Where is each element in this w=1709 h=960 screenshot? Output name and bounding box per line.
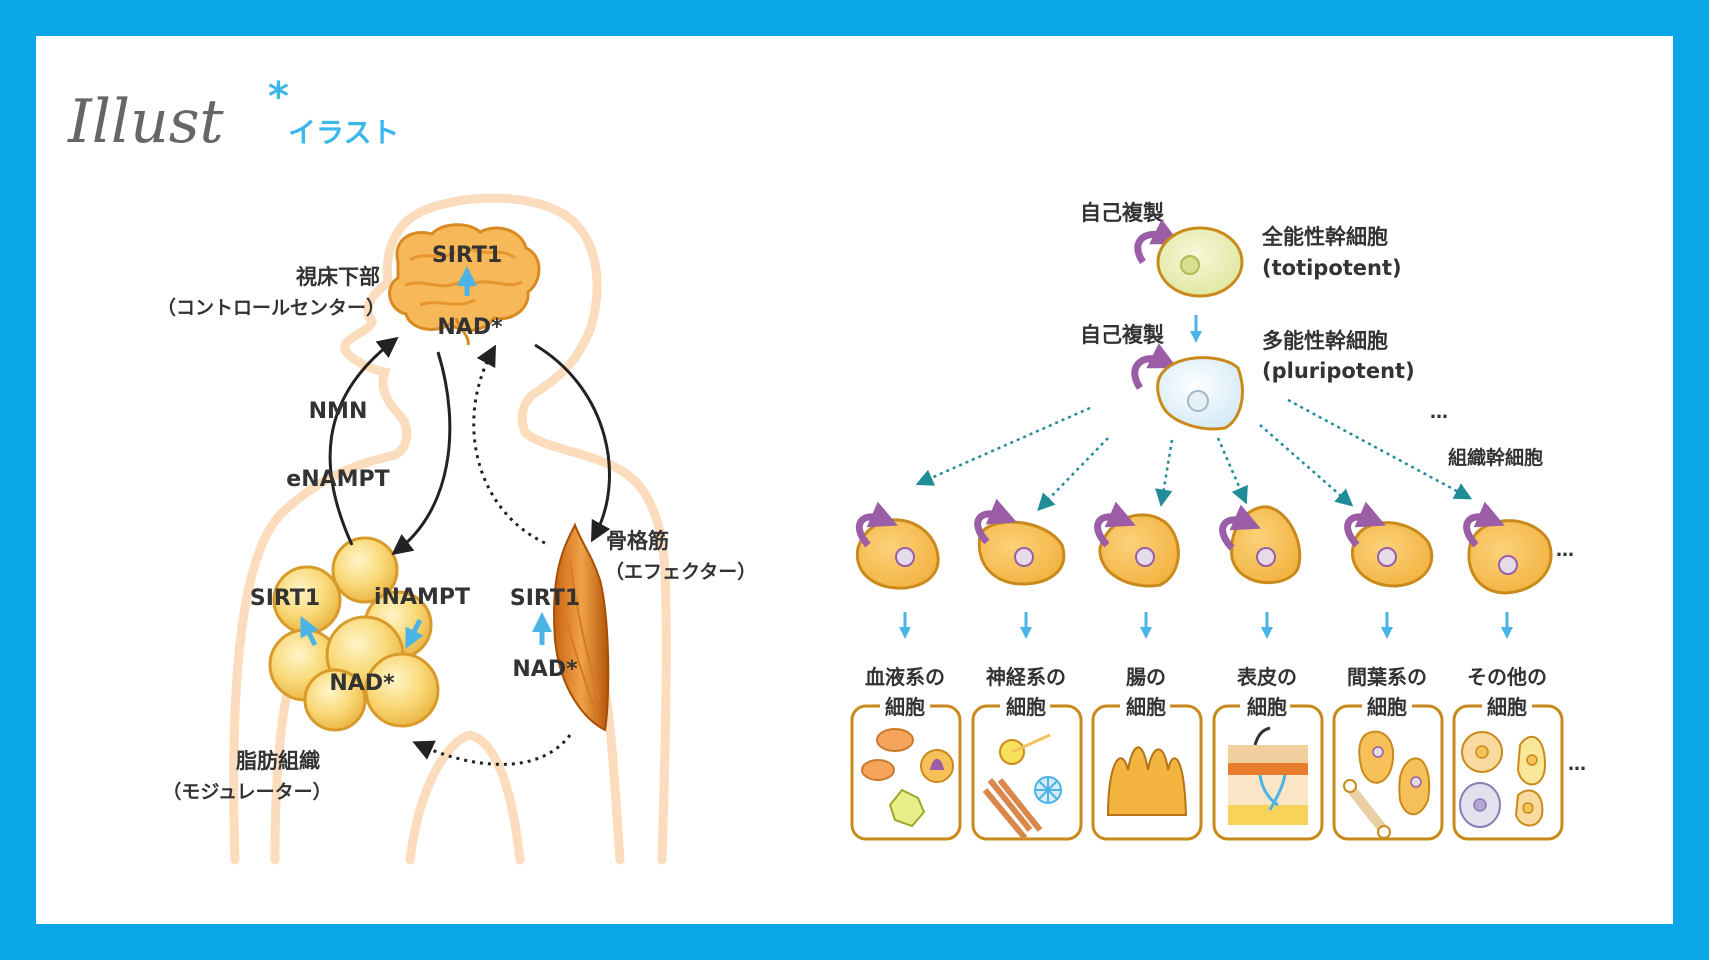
hypothalamus-sirt-label: SIRT1	[432, 243, 502, 268]
cell-type-label-line1: 表皮の	[1237, 665, 1297, 689]
adipose-inampt-label: iNAMPT	[374, 585, 470, 610]
totipotent-jp-label: 全能性幹細胞	[1261, 225, 1388, 249]
muscle-to-brain-dotted-arrow	[472, 344, 546, 545]
skeletal-muscle-icon	[553, 522, 610, 732]
cell-type-mesenchymal: 間葉系の 細胞	[1332, 665, 1444, 841]
cell-type-label-line1: 血液系の	[865, 665, 945, 689]
differentiation-arrows	[915, 398, 1473, 512]
nmn-label: NMN	[309, 399, 368, 424]
self-renewal-arrow-1	[1134, 219, 1181, 264]
cell-type-label-line1: 間葉系の	[1347, 665, 1427, 689]
stem-cell-1	[855, 501, 940, 590]
self-renewal-arrow-2	[1131, 343, 1178, 390]
self-renewal-label-2: 自己複製	[1080, 323, 1164, 347]
stem-cell-6	[1463, 501, 1553, 595]
logo-star-icon: *	[268, 74, 289, 120]
pluripotent-ellipsis: …	[1430, 402, 1448, 423]
adipose-cluster	[268, 536, 440, 732]
logo-script-text: Illust	[67, 87, 225, 157]
cell-type-label-line1: 腸の	[1126, 665, 1166, 689]
down-arrows	[899, 612, 1513, 639]
muscle-sirt-label: SIRT1	[510, 586, 580, 611]
stem-cell-2	[974, 498, 1066, 586]
hypothalamus-role: （コントロールセンター）	[157, 296, 385, 319]
brain-to-muscle-arrow	[534, 343, 611, 543]
brain-to-fat-arrow	[391, 351, 452, 556]
nmn-arrow	[328, 336, 399, 546]
cell-type-label-line1: 神経系の	[986, 665, 1066, 689]
cell-type-neural: 神経系の 細胞	[971, 665, 1083, 841]
totipotent-nucleus	[1180, 255, 1200, 275]
adipose-role: （モジュレーター）	[162, 780, 331, 803]
stem-cell-4	[1219, 504, 1302, 585]
cell-type-epidermal: 表皮の 細胞	[1212, 665, 1324, 841]
self-renewal-label-1: 自己複製	[1080, 201, 1164, 225]
cell-type-label-line2: 細胞	[1487, 695, 1527, 719]
cell-types-ellipsis: …	[1568, 754, 1586, 775]
enampt-label: eNAMPT	[286, 467, 389, 492]
pluripotent-en-label: (pluripotent)	[1262, 359, 1415, 383]
adipose-up-arrow	[300, 616, 319, 647]
muscle-to-fat-dotted-arrow	[412, 734, 572, 766]
logo: Illust * イラスト	[67, 74, 399, 157]
hypothalamus-title: 視床下部	[295, 265, 380, 289]
tissue-stem-cells	[855, 498, 1553, 595]
cell-type-label-line2: 細胞	[885, 695, 925, 719]
adipose-sirt-label: SIRT1	[250, 586, 320, 611]
cell-type-label-line2: 細胞	[1367, 695, 1407, 719]
cell-type-label-line2: 細胞	[1006, 695, 1046, 719]
pluripotent-jp-label: 多能性幹細胞	[1262, 329, 1388, 353]
hypothalamus-nad-label: NAD*	[437, 315, 503, 340]
cell-type-blood: 血液系の 細胞	[850, 665, 962, 841]
cell-type-intestinal: 腸の 細胞	[1091, 665, 1203, 841]
cell-type-other: その他の 細胞	[1452, 665, 1564, 841]
stem-row-ellipsis: …	[1556, 540, 1574, 561]
stem-cell-3	[1094, 501, 1180, 588]
muscle-title: 骨格筋	[606, 529, 669, 553]
muscle-nad-label: NAD*	[512, 657, 578, 682]
cell-type-label-line2: 細胞	[1247, 695, 1287, 719]
human-body-outline	[229, 193, 671, 865]
cell-type-label-line2: 細胞	[1126, 695, 1166, 719]
logo-kana-text: イラスト	[288, 116, 399, 149]
adipose-down-arrow	[405, 618, 424, 649]
muscle-role: （エフェクター）	[605, 560, 756, 583]
tissue-stem-label: 組織幹細胞	[1448, 446, 1543, 469]
adipose-title: 脂肪組織	[236, 749, 320, 773]
pluripotent-nucleus	[1187, 390, 1209, 412]
totipotent-en-label: (totipotent)	[1262, 256, 1402, 280]
totipotent-cell	[1156, 226, 1244, 298]
adipose-nad-label: NAD*	[329, 671, 395, 696]
stem-cell-5	[1344, 501, 1434, 588]
cell-type-label-line1: その他の	[1467, 665, 1547, 689]
